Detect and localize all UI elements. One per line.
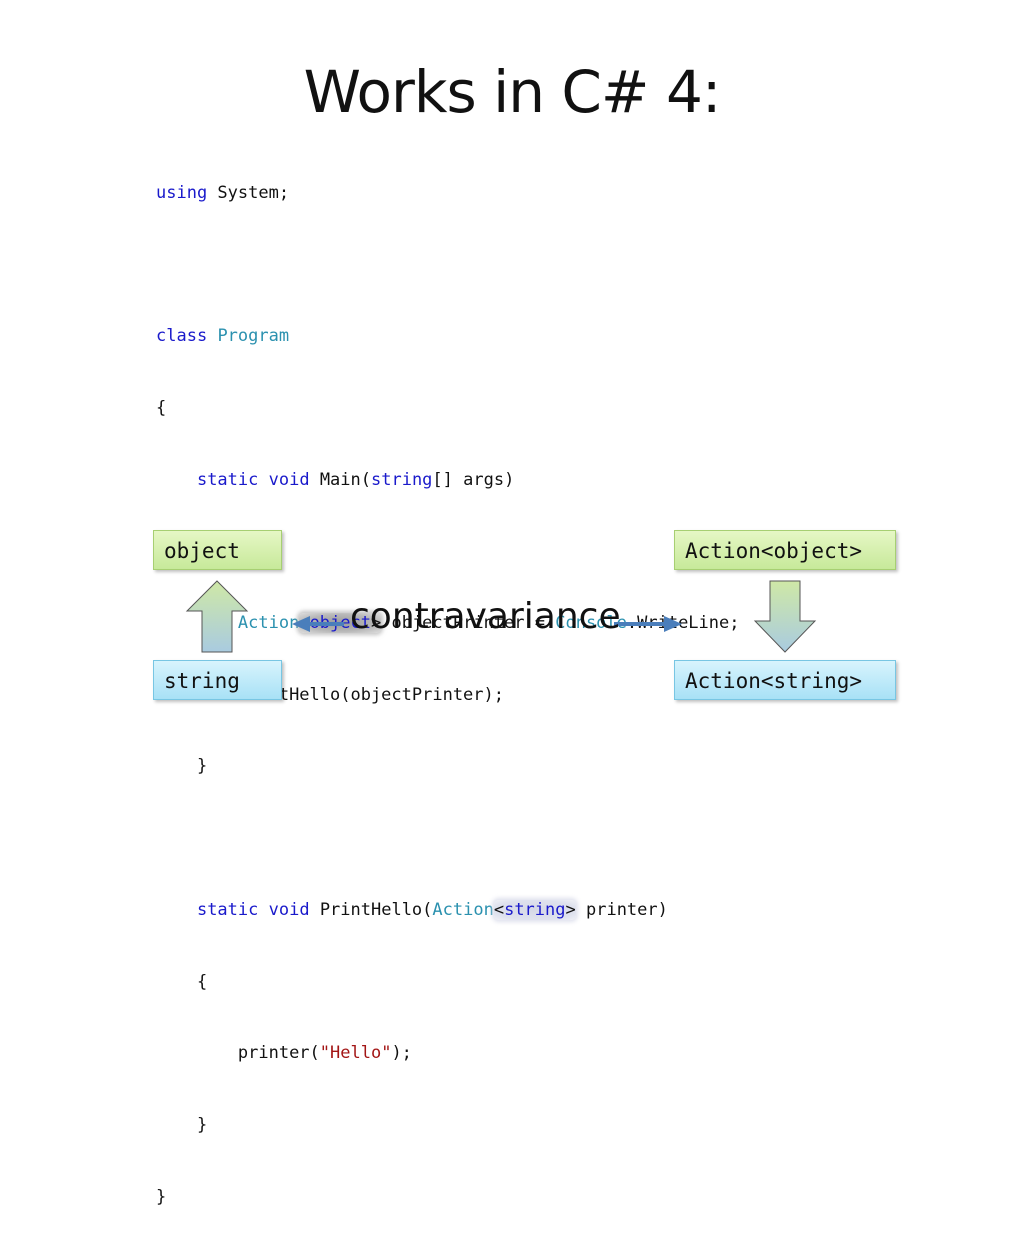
brace-close: } [156,1186,167,1207]
contravariance-label: contravariance [350,596,621,637]
code-line-9: } [156,755,739,779]
code-text: ); [391,1043,412,1064]
keyword-void: void [268,469,310,490]
down-arrow-icon [753,580,817,653]
code-line-7: Action<object> objectPrinter = Console.W… [156,612,739,636]
code-text: Main( [309,469,371,490]
action-string-box: Action<string> [674,660,896,700]
code-text: PrintHello(objectPrinter); [237,684,504,705]
highlight-string-param: <string> [493,899,576,920]
code-line-3: class Program [156,325,739,349]
keyword-static: static [196,899,259,920]
left-arrow-icon [292,616,344,632]
keyword-string: string [371,469,433,490]
code-text: printer( [237,1043,320,1064]
diagram-arrows [185,580,817,653]
code-line-14: } [156,1114,739,1138]
string-box-label: string [164,669,240,693]
brace-close: } [196,756,208,777]
object-box-label: object [164,539,240,563]
keyword-static: static [196,469,259,490]
code-text: printer) [575,899,668,920]
code-line-4: { [156,397,739,421]
slide-title: Works in C# 4: [303,58,722,126]
angle-open: < [493,899,505,920]
code-line-5: static void Main(string[] args) [156,469,739,493]
type-program: Program [217,326,290,347]
brace-open: { [196,971,208,992]
angle-close: > [370,613,382,634]
code-line-15: } [156,1186,739,1210]
code-text: objectPrinter = [381,613,556,634]
keyword-class: class [156,326,208,347]
code-line-11: static void PrintHello(Action<string> pr… [156,899,739,923]
up-arrow-icon [185,580,249,653]
type-action: Action [432,899,494,920]
type-action: Action [237,613,300,634]
keyword-void: void [268,899,310,920]
action-string-box-label: Action<string> [685,669,863,693]
code-text: PrintHello( [309,899,433,920]
object-box: object [153,530,282,570]
brace-open: { [156,397,167,418]
brace-close: } [196,1114,208,1135]
type-console: Console [555,613,627,634]
string-box: string [153,660,282,700]
code-line-12: { [156,971,739,995]
action-object-box-label: Action<object> [685,539,863,563]
keyword-using: using [156,182,208,203]
angle-close: > [565,899,576,920]
code-text: [] args) [432,469,515,490]
code-text: .WriteLine; [626,613,740,634]
code-text: System; [207,182,290,203]
keyword-string: string [504,899,566,920]
code-line-1: using System; [156,182,739,206]
code-line-blank [156,827,739,851]
action-object-box: Action<object> [674,530,896,570]
code-line-13: printer("Hello"); [156,1042,739,1066]
right-arrow-icon [614,616,682,632]
string-literal: "Hello" [319,1043,392,1064]
code-line-8: PrintHello(objectPrinter); [156,684,739,708]
